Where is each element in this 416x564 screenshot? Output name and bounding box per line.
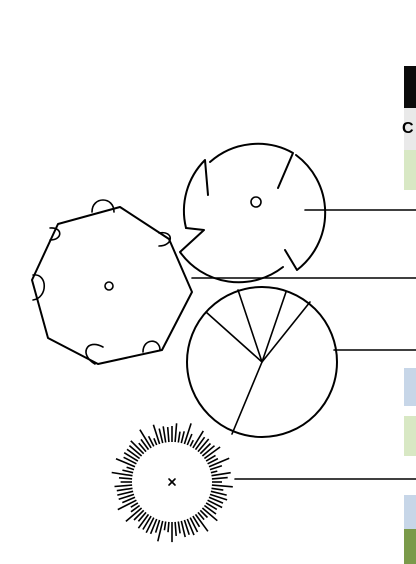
ring-tick [164,522,165,531]
right-green-box [404,416,416,456]
ring-tick [168,522,169,532]
ring-tick [112,473,133,476]
ring-tick [122,470,133,473]
ring-tick [178,432,180,443]
ring-tick [212,473,231,476]
right-header-light: C [404,108,416,150]
ring-tick [163,426,166,442]
ring-tick [119,478,132,479]
right-blue-bottom [404,495,416,529]
center-small-circle [251,197,261,207]
ring-tick [184,423,191,444]
ring-tick [212,485,233,487]
ring-tick [211,471,217,473]
ring-tick [115,485,133,486]
ring-tick [159,429,163,444]
right-green-bottom [404,529,416,564]
right-header-dark [404,66,416,108]
ring-tick [117,488,133,490]
ring-tick [200,444,210,454]
heptagon-shape [32,200,192,364]
ring-tick [127,467,134,469]
ring-tick [212,488,224,490]
ring-tick [178,522,180,534]
ring-center-x [169,479,175,485]
ring-tick [181,431,184,443]
heptagon-center-circle [105,282,113,290]
ring-tick [127,449,140,458]
ring-tick [168,427,169,442]
ring-tick [181,521,185,537]
ring-tick [175,423,177,442]
notched-circle [180,144,325,282]
ring-tick [134,510,144,520]
ring-tick [143,516,151,529]
ring-tick [154,438,157,445]
right-header-glyph: C [402,120,414,138]
ring-tick [117,491,133,495]
ring-tick [190,440,193,446]
ring-tick [116,459,135,467]
fan-circle [187,287,337,437]
ring-tick [204,506,216,515]
ring-tick [175,522,176,536]
right-blue-box [404,368,416,406]
ring-tick [212,478,228,479]
ring-tick [196,437,205,449]
ring-tick [209,458,229,466]
ring-tick [124,453,138,461]
ring-tick [211,491,227,495]
right-green-top [404,150,416,190]
